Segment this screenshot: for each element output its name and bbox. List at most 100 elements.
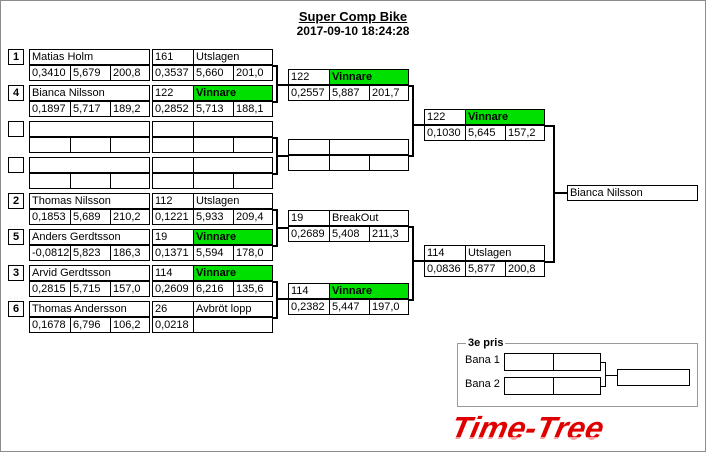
result-status: Utslagen xyxy=(193,50,272,64)
lane-1-status[interactable] xyxy=(553,354,600,370)
lane-2-bib[interactable] xyxy=(505,378,553,394)
race-result-box: 122 Vinnare xyxy=(424,109,545,125)
bracket-line xyxy=(273,281,277,283)
bracket-line xyxy=(273,137,277,139)
elapsed-time: 5,689 xyxy=(70,210,110,224)
race-stats xyxy=(152,173,273,189)
elapsed-time: 5,594 xyxy=(193,246,233,260)
time-tree-logo: Time-Tree xyxy=(450,410,690,446)
entrant-name-box xyxy=(29,157,150,173)
third-place-winner[interactable] xyxy=(618,370,689,385)
entrant-stats: 0,3410 5,679 200,8 xyxy=(29,65,150,81)
elapsed-time: 5,877 xyxy=(465,262,505,276)
speed: 189,2 xyxy=(110,102,149,116)
winner-badge: Vinnare xyxy=(193,266,272,280)
bib-number: 19 xyxy=(291,212,304,224)
lane-1-bib[interactable] xyxy=(505,354,553,370)
bracket-line xyxy=(409,299,413,301)
speed xyxy=(233,138,272,152)
bracket-line xyxy=(276,155,289,157)
entrant-name-box: Matias Holm xyxy=(29,49,150,65)
third-place-winner-field[interactable] xyxy=(617,369,690,386)
bracket-line xyxy=(553,192,568,194)
elapsed-time: 5,715 xyxy=(70,282,110,296)
speed: 178,0 xyxy=(233,246,272,260)
elapsed-time xyxy=(329,156,369,170)
result-status: Utslagen xyxy=(193,194,272,208)
race-result-box: 161 Utslagen xyxy=(152,49,273,65)
race-result-box: 122 Vinnare xyxy=(152,85,273,101)
third-place-title: 3e pris xyxy=(466,337,506,349)
reaction-time: 0,2382 xyxy=(291,301,325,313)
race-result-box xyxy=(288,139,409,155)
speed: 201,7 xyxy=(369,86,408,100)
speed: 157,2 xyxy=(505,126,544,140)
elapsed-time: 5,823 xyxy=(70,246,110,260)
bracket-line xyxy=(273,317,277,319)
speed xyxy=(369,156,408,170)
speed: 211,3 xyxy=(369,227,408,241)
bib-number: 19 xyxy=(155,231,168,243)
bracket-line xyxy=(409,85,413,87)
page-title: Super Comp Bike xyxy=(298,9,408,24)
bracket-line xyxy=(273,173,277,175)
winner-badge: Vinnare xyxy=(193,86,272,100)
lane-1-field[interactable] xyxy=(504,353,601,371)
entrant-name-box: Thomas Nilsson xyxy=(29,193,150,209)
seed-number: 2 xyxy=(8,193,24,209)
elapsed-time: 5,679 xyxy=(70,66,110,80)
lane-2-status[interactable] xyxy=(553,378,600,394)
bib-number: 122 xyxy=(155,87,174,99)
reaction-time: 0,1853 xyxy=(32,211,66,223)
speed: 200,8 xyxy=(110,66,149,80)
speed: 135,6 xyxy=(233,282,272,296)
seed-number: 1 xyxy=(8,49,24,65)
elapsed-time: 5,887 xyxy=(329,86,369,100)
bib-number: 122 xyxy=(291,71,310,83)
reaction-time: 0,2557 xyxy=(291,87,325,99)
bib-number xyxy=(153,158,193,172)
speed xyxy=(110,138,149,152)
entrant-stats: 0,1678 6,796 106,2 xyxy=(29,317,150,333)
entrant-name: Matias Holm xyxy=(32,51,94,63)
winner-badge: Vinnare xyxy=(465,110,544,124)
reaction-time xyxy=(30,138,70,152)
entrant-name-box: Bianca Nilsson xyxy=(29,85,150,101)
third-place-group xyxy=(457,343,698,407)
elapsed-time: 6,216 xyxy=(193,282,233,296)
elapsed-time: 5,447 xyxy=(329,300,369,314)
entrant-name: Bianca Nilsson xyxy=(32,87,105,99)
bracket-line xyxy=(273,245,277,247)
entrant-name: Anders Gerdtsson xyxy=(32,231,121,243)
entrant-stats: -0,0812 5,823 186,3 xyxy=(29,245,150,261)
race-stats: 0,0836 5,877 200,8 xyxy=(424,261,545,277)
race-stats: 0,2852 5,713 188,1 xyxy=(152,101,273,117)
reaction-time: 0,2852 xyxy=(155,103,189,115)
bracket-line xyxy=(276,298,289,300)
race-stats xyxy=(152,137,273,153)
entrant-name-box: Thomas Andersson xyxy=(29,301,150,317)
bracket-line xyxy=(276,281,278,319)
bracket-line xyxy=(412,260,425,262)
reaction-time: 0,1221 xyxy=(155,211,189,223)
speed xyxy=(233,174,272,188)
elapsed-time xyxy=(192,318,272,332)
reaction-time: 0,1371 xyxy=(155,247,189,259)
reaction-time xyxy=(153,174,193,188)
race-stats: 0,2609 6,216 135,6 xyxy=(152,281,273,297)
race-result-box: 114 Utslagen xyxy=(424,245,545,261)
entrant-name-box: Anders Gerdtsson xyxy=(29,229,150,245)
bib-number xyxy=(289,140,329,154)
result-status: BreakOut xyxy=(329,211,408,225)
bib-number: 26 xyxy=(155,303,168,315)
elapsed-time: 5,933 xyxy=(193,210,233,224)
reaction-time: 0,3537 xyxy=(155,67,189,79)
seed-number: 6 xyxy=(8,301,24,317)
race-result-box: 114 Vinnare xyxy=(288,283,409,299)
entrant-stats: 0,2815 5,715 157,0 xyxy=(29,281,150,297)
bracket-line xyxy=(273,101,277,103)
lane-2-label: Bana 2 xyxy=(465,378,500,390)
bracket-line xyxy=(276,227,289,229)
race-stats: 0,2382 5,447 197,0 xyxy=(288,299,409,315)
speed: 209,4 xyxy=(233,210,272,224)
